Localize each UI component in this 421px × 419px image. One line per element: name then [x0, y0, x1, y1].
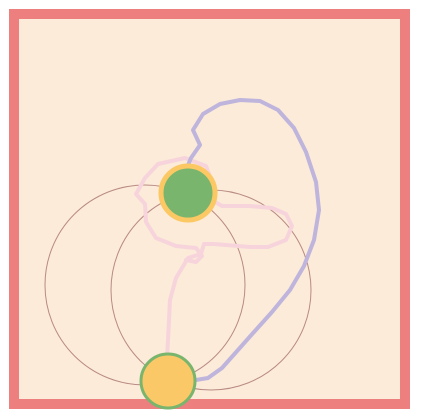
ball-top [158, 163, 218, 223]
purple-trail [164, 98, 321, 387]
arena-border [9, 9, 410, 409]
ball-bottom [139, 352, 197, 410]
pink-trail [134, 156, 294, 378]
